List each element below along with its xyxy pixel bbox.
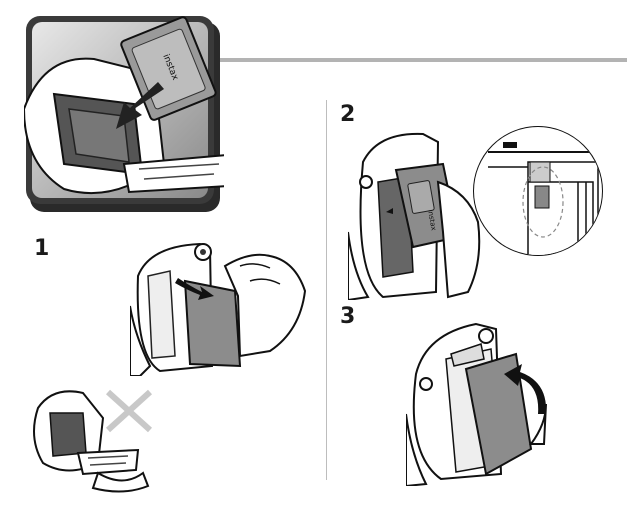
step-2-number: 2 xyxy=(340,102,356,127)
step-1-illustration xyxy=(130,236,310,376)
film-pack-insert-icon: instax xyxy=(24,14,224,214)
cross-mark-icon xyxy=(104,388,154,434)
column-divider xyxy=(326,100,327,480)
step-3-number: 3 xyxy=(340,304,356,329)
step-2-zoom-callout xyxy=(468,122,606,260)
header-rule xyxy=(205,58,627,62)
step-1-wrong-illustration xyxy=(28,378,158,496)
step-3-illustration xyxy=(406,314,556,486)
pack-brand-label: instax xyxy=(426,209,438,231)
curved-arrow-icon xyxy=(500,360,556,416)
step-1-number: 1 xyxy=(34,236,50,261)
step-2-illustration: instax xyxy=(348,122,506,300)
